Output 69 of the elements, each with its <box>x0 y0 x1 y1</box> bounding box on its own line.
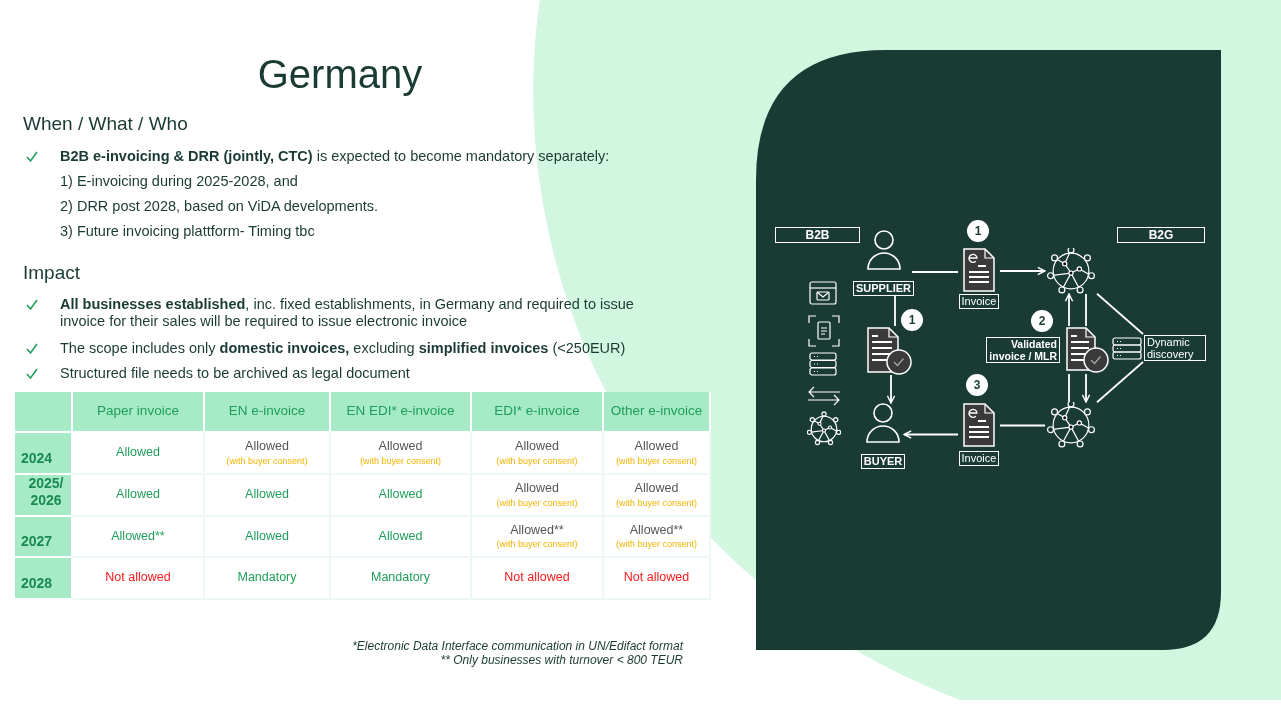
cell-value: Allowed <box>634 439 679 455</box>
cell-value: Allowed <box>515 481 559 497</box>
node-label: Dynamic discovery <box>1144 335 1206 361</box>
list-item: 2) DRR post 2028, based on ViDA developments. <box>60 198 379 215</box>
cell-value: Allowed <box>116 487 160 503</box>
footnote: *Electronic Data Interface communication in UN/Edifact format <box>352 639 683 653</box>
cell-value: Mandatory <box>237 570 297 586</box>
table-row-header-cell: 2025/ 2026 <box>15 475 73 517</box>
cell-value: Not allowed <box>504 570 570 586</box>
cell-value: Not allowed <box>105 570 171 586</box>
connector-line <box>1096 292 1144 335</box>
cell-note: (with buyer consent) <box>615 496 697 509</box>
table-header-cell: EN EDI* e-invoice <box>331 392 472 433</box>
cell-value: Allowed <box>515 439 559 455</box>
cell-note: (with buyer consent) <box>496 538 578 551</box>
connector-line <box>1085 293 1087 327</box>
table-header-cell: Paper invoice <box>73 392 205 433</box>
cell-value: Not allowed <box>623 570 690 586</box>
cell-note: (with buyer consent) <box>496 454 578 467</box>
connector-line <box>1096 361 1144 404</box>
category-tag: B2B <box>775 227 860 243</box>
cell-value: Allowed <box>245 528 289 545</box>
cell-note: (with buyer consent) <box>226 454 308 467</box>
list-item: 1) E-invoicing during 2025-2028, and <box>60 173 298 190</box>
table-row-header-cell: 2027 <box>15 517 73 558</box>
cell-value: Allowed <box>378 439 423 455</box>
cell-value: Allowed** <box>510 522 564 539</box>
cell-value: Allowed <box>245 487 289 503</box>
connector-line <box>1068 373 1070 403</box>
table-row-header-cell: 2024 <box>15 433 73 475</box>
connector-line <box>911 271 959 273</box>
cell-note: (with buyer consent) <box>359 454 441 467</box>
section-heading: Impact <box>23 264 81 281</box>
node-label: Validated invoice / MLR <box>986 337 1060 363</box>
table-header-cell: Other e-invoice <box>604 392 711 433</box>
node-label: Invoice <box>958 294 1000 309</box>
cell-value: Allowed <box>378 528 423 545</box>
node-label: SUPPLIER <box>853 281 914 296</box>
arrow <box>999 266 1046 276</box>
bullet-text: Structured file needs to be archived as legal document <box>60 365 410 382</box>
cell-note: (with buyer consent) <box>615 538 697 551</box>
table-header-cell: EDI* e-invoice <box>472 392 604 433</box>
bullet-text: The scope includes only domestic invoices, excluding simplified invoices (<250EUR) <box>60 340 626 357</box>
cell-value: Allowed <box>634 481 679 497</box>
node-label: BUYER <box>860 454 906 469</box>
connector-line <box>999 424 1046 427</box>
node-label: Invoice <box>958 451 1000 466</box>
arrow <box>1081 373 1091 403</box>
connector-line <box>894 295 896 327</box>
cell-value: Allowed** <box>111 528 165 545</box>
cell-value: Allowed <box>116 445 160 461</box>
cell-value: Allowed <box>378 487 423 503</box>
table-row-header-cell: 2028 <box>15 558 73 600</box>
table-header-cell: EN e-invoice <box>205 392 331 433</box>
cell-value: Allowed** <box>629 522 684 539</box>
arrow <box>903 430 959 439</box>
footnote: ** Only businesses with turnover < 800 TEUR <box>440 653 683 667</box>
bullet-text: All businesses established, inc. fixed establishments, in Germany and required to issue invoice for their sales will be required to issue electronic invoice <box>60 296 635 330</box>
category-tag: B2G <box>1117 227 1205 243</box>
arrow <box>886 374 896 404</box>
bullet-text: B2B e-invoicing & DRR (jointly, CTC) is expected to become mandatory separately: <box>60 148 610 165</box>
cell-note: (with buyer consent) <box>496 496 578 509</box>
cell-note: (with buyer consent) <box>615 454 697 467</box>
section-heading: When / What / Who <box>23 115 188 132</box>
list-item: 3) Future invoicing plattform- Timing tbc <box>60 223 315 240</box>
cell-value: Mandatory <box>370 570 431 586</box>
page-title: Germany <box>256 52 424 97</box>
cell-value: Allowed <box>245 439 289 455</box>
arrow <box>1064 293 1074 327</box>
